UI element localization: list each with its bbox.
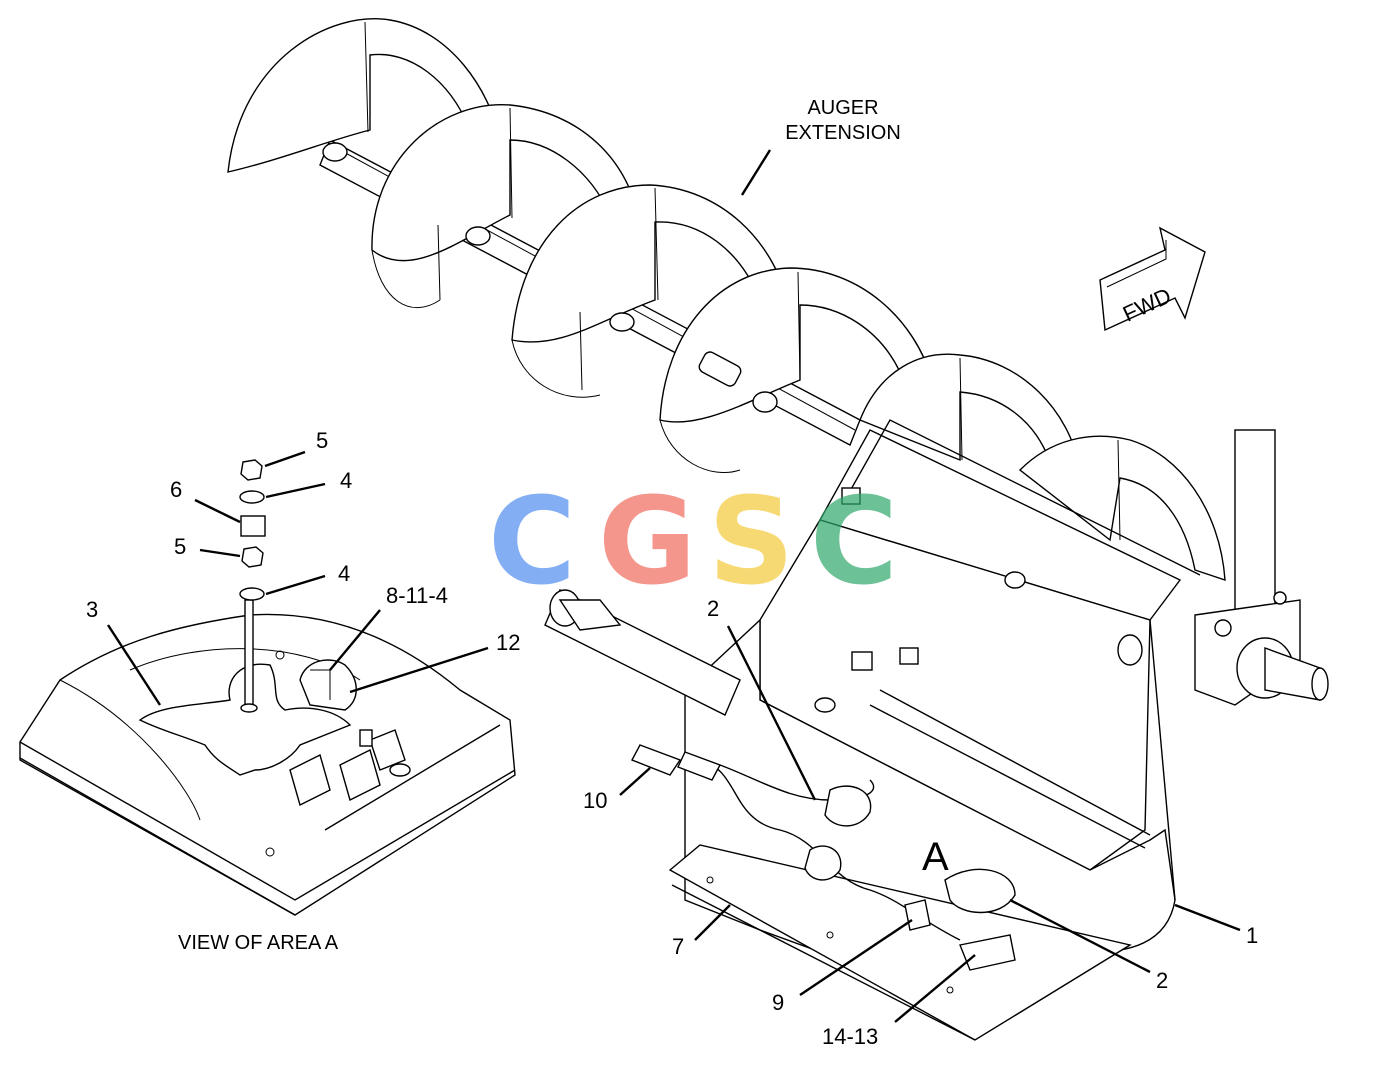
callout-5-mid: 5 — [174, 534, 186, 559]
callout-4-top: 4 — [340, 468, 352, 493]
washer-top — [239, 490, 265, 504]
callout-4-mid: 4 — [338, 561, 350, 586]
watermark-letter-c2: C — [810, 473, 898, 612]
callout-labels: AUGER EXTENSION 5 4 6 5 4 8-11-4 3 12 2 … — [86, 97, 1258, 1049]
auger-flight-6 — [1018, 435, 1226, 581]
callout-8-11-4: 8-11-4 — [386, 583, 448, 608]
callout-1: 1 — [1246, 923, 1258, 948]
fwd-arrow-icon: FWD — [1099, 226, 1206, 332]
callout-6: 6 — [170, 477, 182, 502]
watermark-letter-c1: C — [488, 473, 576, 612]
washer-mid — [239, 587, 265, 601]
callout-7: 7 — [672, 934, 684, 959]
title-line-2: EXTENSION — [785, 122, 901, 144]
leader-lines — [106, 149, 1241, 1023]
auger-mount-bracket — [668, 419, 1201, 1041]
callout-9: 9 — [772, 990, 784, 1015]
callout-10: 10 — [583, 788, 607, 813]
area-a-label: A — [922, 835, 949, 879]
title-line-1: AUGER — [807, 97, 878, 119]
callout-3: 3 — [86, 597, 98, 622]
x-bracket — [138, 663, 352, 776]
callout-5-top: 5 — [316, 428, 328, 453]
callout-2-lower: 2 — [1156, 968, 1168, 993]
bottom-plate — [668, 844, 1132, 1041]
nut-top — [240, 459, 263, 481]
watermark-letter-s: S — [708, 473, 794, 612]
callout-2-upper: 2 — [707, 596, 719, 621]
bearing-assembly — [1194, 429, 1329, 706]
nut-mid — [241, 546, 264, 568]
hydraulic-cylinder — [544, 589, 741, 716]
detail-view-area-a — [19, 459, 516, 916]
auger-extension-assembly — [227, 18, 1226, 581]
callout-12: 12 — [496, 630, 520, 655]
cgsc-watermark: C G S C — [488, 473, 898, 612]
spacer — [240, 515, 266, 537]
view-caption: VIEW OF AREA A — [178, 932, 339, 954]
watermark-letter-g: G — [598, 473, 697, 612]
detail-sensor — [299, 659, 357, 711]
auger-flight-5 — [859, 353, 1081, 471]
callout-14-13: 14-13 — [822, 1024, 878, 1049]
